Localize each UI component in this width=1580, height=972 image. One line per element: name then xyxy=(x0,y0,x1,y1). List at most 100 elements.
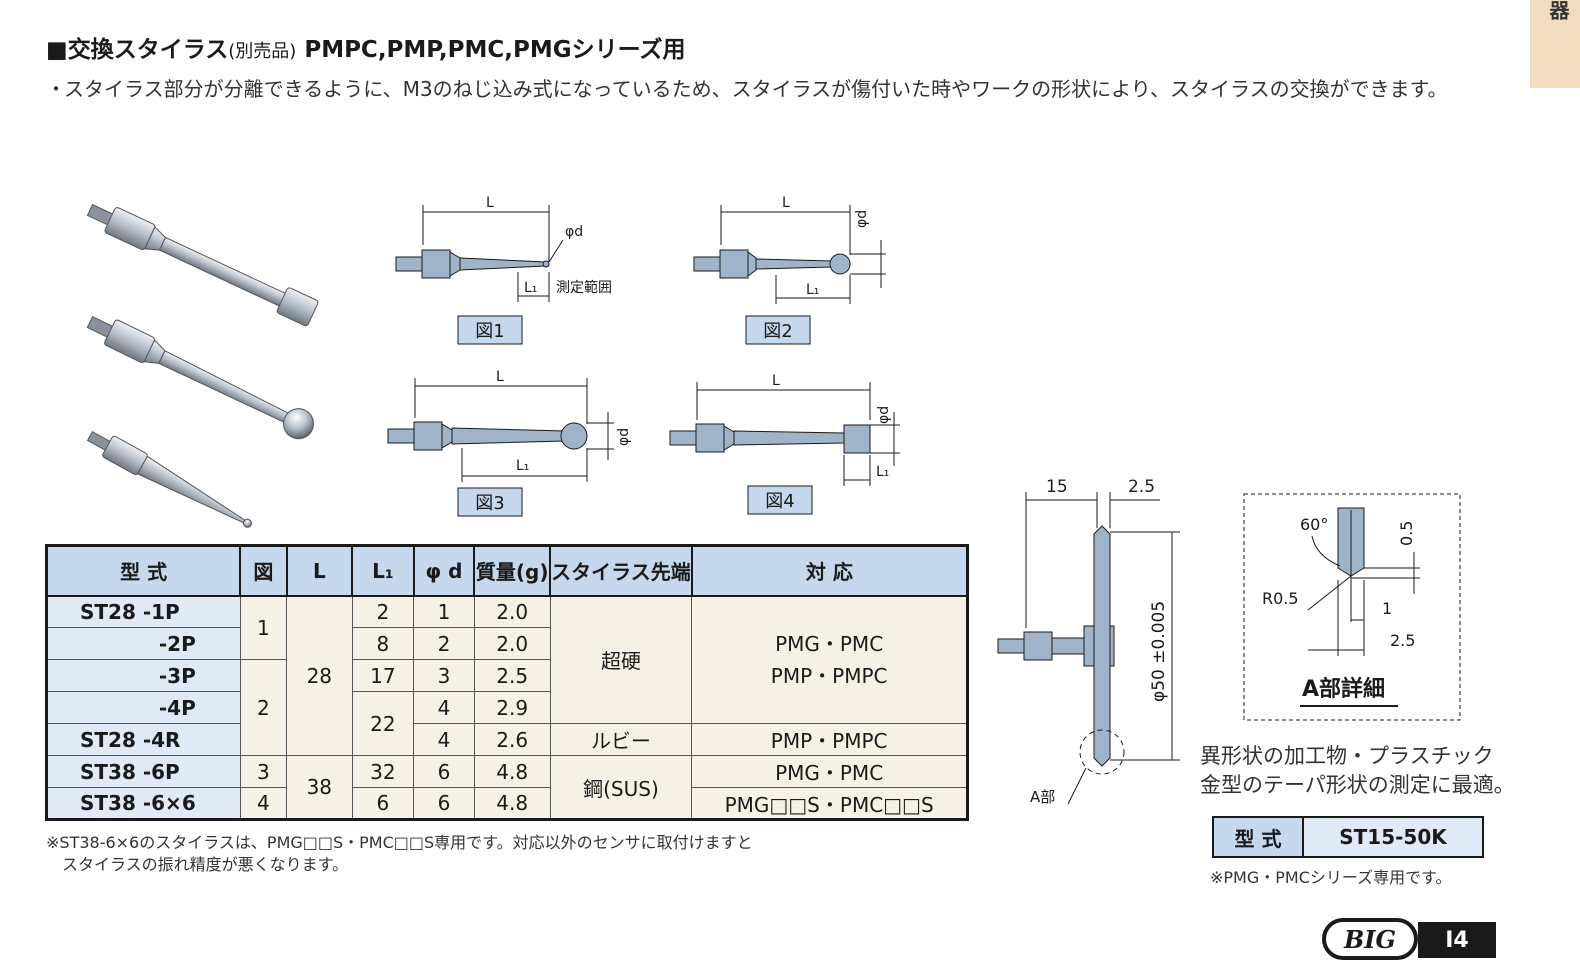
table-row: -2P 8 2 2.0 xyxy=(46,627,968,660)
detail-dim-2-5: 2.5 xyxy=(1390,631,1415,650)
tip-cell: 鋼(SUS) xyxy=(549,755,693,820)
d-cell: 6 xyxy=(413,755,475,788)
table-row: ST38 -6P 3 38 32 6 4.8 鋼(SUS) PMG・PMC xyxy=(46,755,968,820)
fig1-measure-range: 測定範囲 xyxy=(556,279,612,296)
d-cell: 3 xyxy=(413,659,475,692)
header-model: 型 式 xyxy=(45,544,242,597)
side-tab: 器 xyxy=(1530,0,1580,88)
header-d: φ d xyxy=(412,544,476,597)
d-cell: 6 xyxy=(413,787,475,820)
figure-cell: 3 xyxy=(239,755,288,788)
disk-description: 異形状の加工物・プラスチック 金型のテーパ形状の測定に最適。 xyxy=(1200,742,1515,800)
fig1-dim-d: φd xyxy=(565,224,583,240)
model-cell: ST38 -6P xyxy=(46,755,241,788)
figure-cell: 1 xyxy=(239,595,288,660)
figure-1-label: 図1 xyxy=(475,321,504,342)
header-figure: 図 xyxy=(239,544,288,597)
model-cell: ST38 -6×6 xyxy=(46,787,241,820)
d-cell: 4 xyxy=(413,723,475,756)
note-line-2: スタイラスの振れ精度が悪くなります。 xyxy=(62,855,349,874)
description-bullet: ・ xyxy=(46,77,66,101)
title-rest: PMPC,PMP,PMC,PMGシリーズ用 xyxy=(296,37,686,63)
detail-angle: 60° xyxy=(1300,515,1328,534)
disk-dim-phi: φ50 ±0.005 xyxy=(1149,601,1169,702)
disk-description-line-1: 異形状の加工物・プラスチック xyxy=(1200,744,1494,768)
fig3-dim-d: φd xyxy=(616,428,632,446)
mass-cell: 4.8 xyxy=(473,755,551,788)
l-cell: 38 xyxy=(286,755,353,820)
stylus-photo-2 xyxy=(86,315,315,440)
disk-part-a: A部 xyxy=(1030,788,1055,806)
figure-cell: 4 xyxy=(239,787,288,820)
fig3-dim-l: L xyxy=(496,369,504,385)
figure-3-drawing xyxy=(387,378,614,482)
compat-cell: PMP・PMPC xyxy=(691,723,968,756)
note-line-1: ※ST38-6×6のスタイラスは、PMG□□S・PMC□□S専用です。対応以外の… xyxy=(46,833,753,852)
model-cell: ST28 -1P xyxy=(46,595,241,628)
fig2-dim-l: L xyxy=(782,195,790,211)
table-row: ST38 -6×6 4 6 6 4.8 PMG□□S・PMC□□S xyxy=(46,787,968,820)
disk-dim-2-5: 2.5 xyxy=(1128,477,1155,497)
d-cell: 4 xyxy=(413,691,475,724)
fig1-dim-l: L xyxy=(486,195,494,211)
table-header-row: 型 式 図 L L₁ φ d 質量(g) スタイラス先端 対 応 xyxy=(45,544,969,597)
table-row: ST28 -1P 1 28 2 1 2.0 超硬 PMG・PMC PMP・PMP… xyxy=(46,595,968,756)
detail-dim-0-5: 0.5 xyxy=(1397,521,1416,546)
compat-cell: PMG・PMC PMP・PMPC xyxy=(691,595,968,724)
l1-cell: 2 xyxy=(351,595,415,628)
mass-cell: 2.0 xyxy=(473,627,551,660)
l-cell: 28 xyxy=(286,595,353,756)
figure-2-label: 図2 xyxy=(763,321,792,342)
compat-cell: PMG・PMC xyxy=(691,755,968,788)
tip-cell: ルビー xyxy=(549,723,693,756)
model-cell: -4P xyxy=(46,691,241,724)
figure-4-drawing xyxy=(669,382,900,486)
header-l1: L₁ xyxy=(351,544,415,597)
figure-cell: 2 xyxy=(239,659,288,756)
mass-cell: 4.8 xyxy=(473,787,551,820)
compat-line: PMP・PMPC xyxy=(770,663,888,688)
l1-cell: 32 xyxy=(351,755,415,788)
model-cell: -2P xyxy=(46,627,241,660)
description-text: スタイラス部分が分離できるように、M3のねじ込み式になっているため、スタイラスが… xyxy=(64,77,1448,101)
fig1-dim-l1: L₁ xyxy=(524,280,537,296)
big-logo: BIG xyxy=(1322,918,1418,960)
fig4-dim-d: φd xyxy=(876,406,892,424)
tip-cell: 超硬 xyxy=(549,595,693,724)
disk-description-line-2: 金型のテーパ形状の測定に最適。 xyxy=(1200,773,1515,797)
figure-3-label: 図3 xyxy=(475,493,504,514)
side-tab-label: 器 xyxy=(1546,0,1570,20)
detail-dim-1: 1 xyxy=(1382,599,1392,618)
fig2-dim-d: φd xyxy=(854,210,870,228)
table-note: ※ST38-6×6のスタイラスは、PMG□□S・PMC□□S専用です。対応以外の… xyxy=(46,832,753,876)
header-compat: 対 応 xyxy=(690,544,969,597)
figure-1-drawing xyxy=(395,205,564,302)
figure-4-label: 図4 xyxy=(765,491,794,512)
page-title: ■交換スタイラス(別売品) PMPC,PMP,PMC,PMGシリーズ用 xyxy=(46,30,686,64)
mass-cell: 2.9 xyxy=(473,691,551,724)
l1-cell: 6 xyxy=(351,787,415,820)
compat-line: PMG・PMC xyxy=(775,631,884,656)
model-cell: -3P xyxy=(46,659,241,692)
detail-radius: R0.5 xyxy=(1262,589,1299,608)
table-row: -3P 2 17 3 2.5 xyxy=(46,659,968,756)
description: ・ スタイラス部分が分離できるように、M3のねじ込み式になっているため、スタイラ… xyxy=(46,72,1486,106)
l1-cell: 8 xyxy=(351,627,415,660)
mass-cell: 2.5 xyxy=(473,659,551,692)
page-number: I4 xyxy=(1418,922,1496,958)
header-tip: スタイラス先端 xyxy=(549,544,693,597)
spec-table: 型 式 図 L L₁ φ d 質量(g) スタイラス先端 対 応 ST28 -1… xyxy=(45,544,969,821)
fig3-dim-l1: L₁ xyxy=(516,458,529,474)
table-row: -4P 22 4 2.9 xyxy=(46,691,968,756)
model-table-small: 型 式 ST15-50K xyxy=(1212,816,1484,858)
l1-cell: 22 xyxy=(351,691,415,756)
mass-cell: 2.0 xyxy=(473,595,551,628)
l1-cell: 17 xyxy=(351,659,415,692)
title-main: ■交換スタイラス xyxy=(46,37,229,63)
stylus-photo-3 xyxy=(86,430,252,528)
mini-table-value: ST15-50K xyxy=(1304,818,1482,856)
fig4-dim-l1: L₁ xyxy=(876,464,889,480)
figure-2-drawing xyxy=(693,205,886,304)
detail-a-drawing xyxy=(1243,493,1461,721)
